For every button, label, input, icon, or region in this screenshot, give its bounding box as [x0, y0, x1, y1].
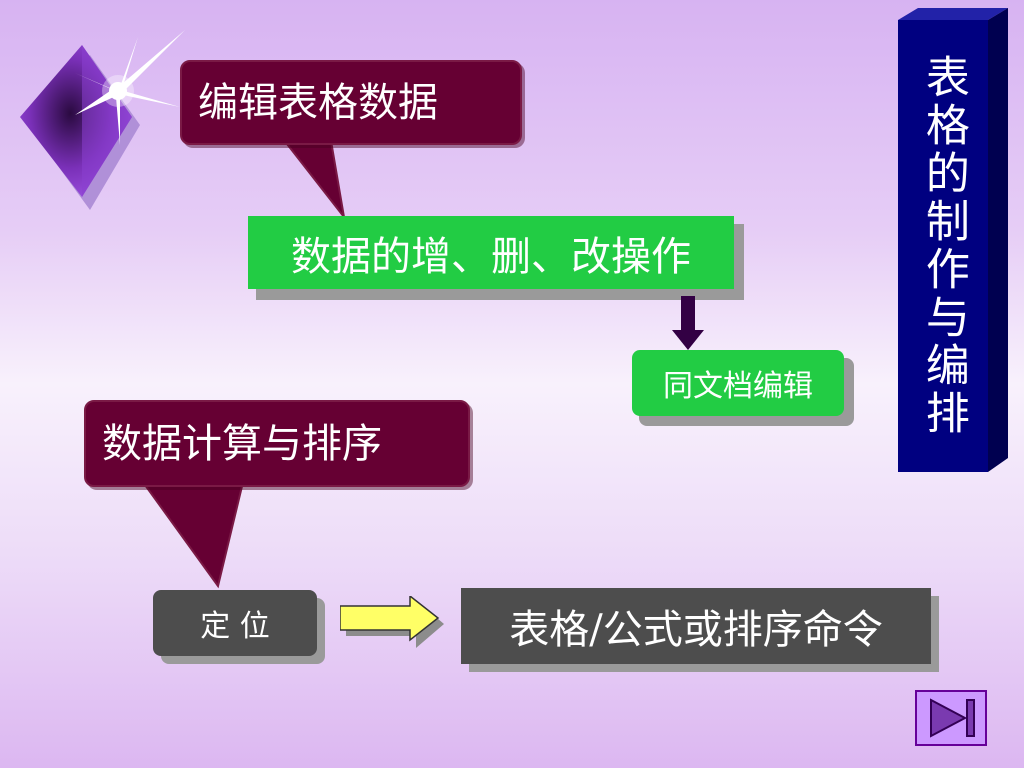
callout-edit-table-data: 编辑表格数据	[180, 60, 522, 145]
box-locate-label: 定 位	[200, 609, 270, 644]
box-same-as-document-edit[interactable]: 同文档编辑	[632, 350, 844, 416]
box-table-formula-sort-command[interactable]: 表格/公式或排序命令	[461, 588, 931, 664]
callout-edit-label: 编辑表格数据	[198, 79, 438, 126]
box-locate[interactable]: 定 位	[153, 590, 317, 656]
play-end-icon	[930, 698, 975, 738]
arrow-right-icon	[340, 596, 444, 648]
diamond-star-icon	[20, 30, 185, 210]
arrow-down-icon	[672, 296, 704, 350]
callout-pointer	[140, 478, 246, 589]
callout-calc-label: 数据计算与排序	[102, 420, 382, 467]
callout-pointer	[280, 135, 345, 218]
title-bar-bevel-top	[898, 8, 1008, 20]
title-bar-bevel-side	[988, 8, 1008, 472]
box-same-as-document-edit-label: 同文档编辑	[663, 369, 813, 404]
box-data-crud-label: 数据的增、删、改操作	[291, 233, 691, 280]
box-data-crud[interactable]: 数据的增、删、改操作	[248, 216, 734, 289]
go-to-end-button[interactable]	[915, 690, 987, 746]
vertical-title-text: 表格的制作与编排	[917, 54, 969, 438]
callout-data-calc-sort: 数据计算与排序	[84, 400, 470, 487]
vertical-title: 表格的制作与编排	[898, 20, 988, 472]
box-command-label: 表格/公式或排序命令	[509, 607, 883, 653]
